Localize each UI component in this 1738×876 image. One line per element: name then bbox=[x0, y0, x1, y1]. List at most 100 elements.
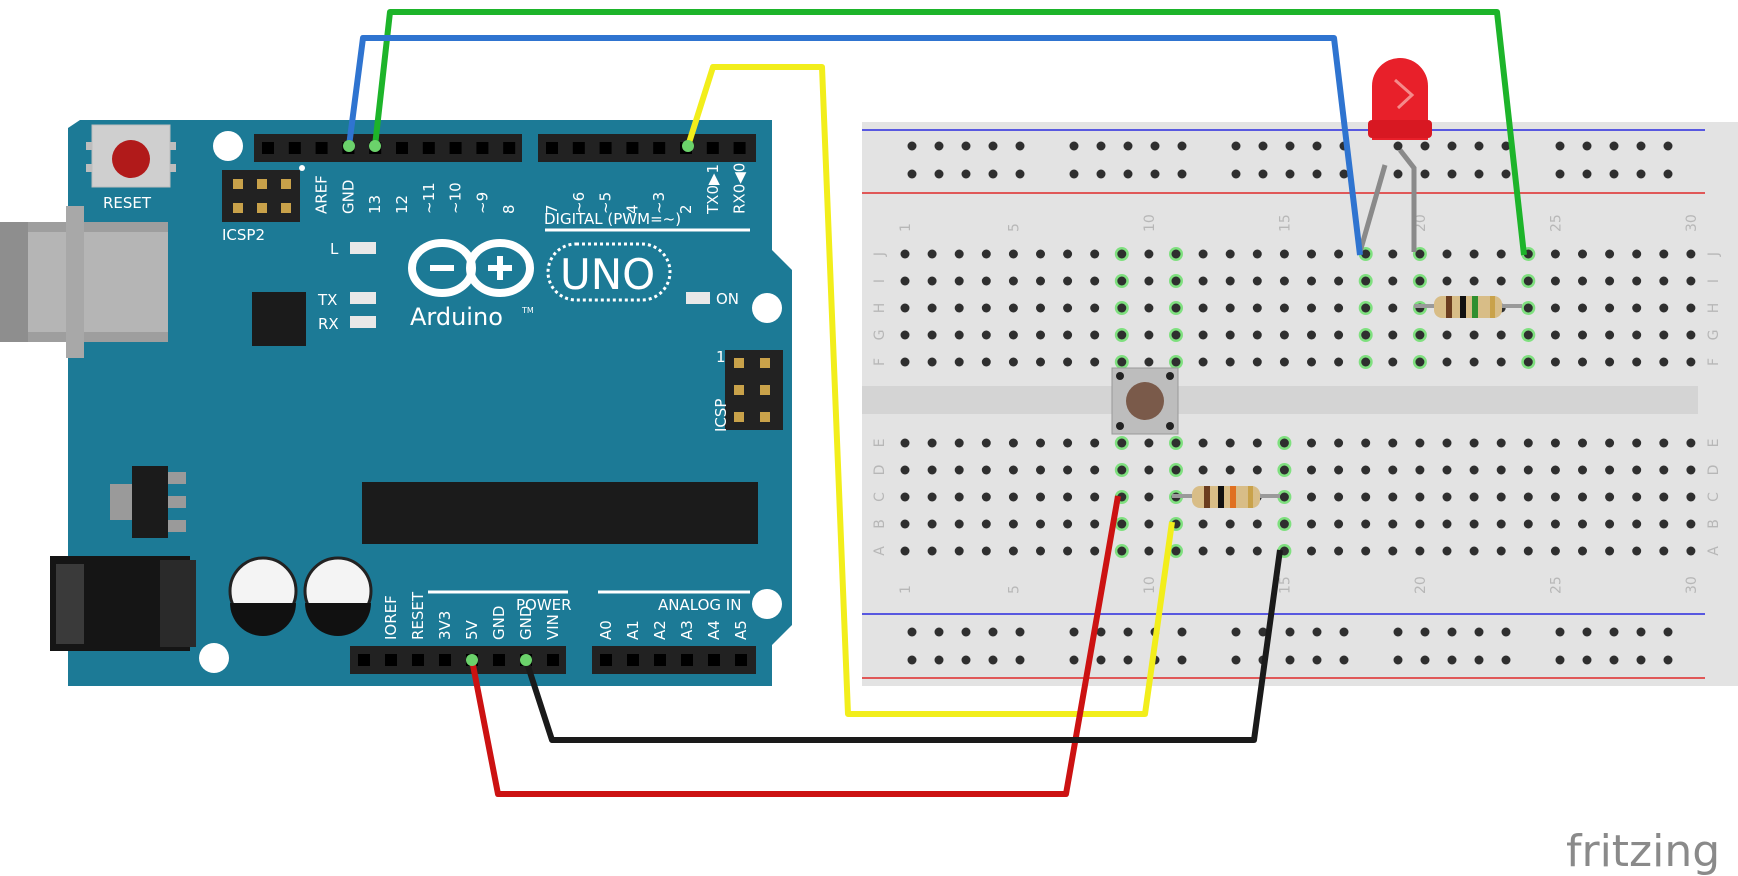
breadboard-hole[interactable] bbox=[1144, 249, 1154, 259]
breadboard-hole[interactable] bbox=[927, 249, 937, 259]
wire-red[interactable] bbox=[469, 495, 1121, 797]
breadboard-hole[interactable] bbox=[1415, 546, 1425, 556]
breadboard-hole[interactable] bbox=[1252, 249, 1262, 259]
header-socket[interactable] bbox=[422, 142, 435, 154]
rail-hole[interactable] bbox=[961, 627, 971, 637]
breadboard-hole[interactable] bbox=[1036, 330, 1045, 340]
breadboard-hole[interactable] bbox=[927, 546, 937, 556]
breadboard-hole[interactable] bbox=[1307, 465, 1316, 475]
breadboard-hole[interactable] bbox=[1605, 546, 1615, 556]
header-socket[interactable] bbox=[547, 654, 559, 666]
header-socket[interactable] bbox=[503, 142, 516, 154]
rail-hole[interactable] bbox=[1177, 169, 1187, 179]
rail-hole[interactable] bbox=[1501, 655, 1511, 665]
breadboard-hole[interactable] bbox=[1334, 519, 1344, 529]
breadboard-hole[interactable] bbox=[1036, 438, 1045, 448]
header-socket[interactable] bbox=[412, 654, 424, 666]
breadboard-hole[interactable] bbox=[1632, 438, 1642, 448]
breadboard-hole[interactable] bbox=[1659, 519, 1669, 529]
breadboard-hole[interactable] bbox=[1496, 492, 1506, 502]
breadboard-hole[interactable] bbox=[1442, 465, 1452, 475]
breadboard-hole[interactable] bbox=[1523, 519, 1533, 529]
rail-hole[interactable] bbox=[1555, 627, 1565, 637]
breadboard-hole[interactable] bbox=[900, 519, 910, 529]
breadboard-hole[interactable] bbox=[954, 357, 964, 367]
breadboard-hole[interactable] bbox=[1578, 546, 1587, 556]
header-socket[interactable] bbox=[476, 142, 489, 154]
rail-hole[interactable] bbox=[1636, 141, 1646, 151]
rail-hole[interactable] bbox=[1312, 655, 1322, 665]
breadboard-hole[interactable] bbox=[1144, 330, 1154, 340]
breadboard-hole[interactable] bbox=[1686, 303, 1696, 313]
breadboard-hole[interactable] bbox=[1307, 330, 1316, 340]
rail-hole[interactable] bbox=[1474, 169, 1484, 179]
breadboard-hole[interactable] bbox=[1578, 357, 1587, 367]
breadboard-hole[interactable] bbox=[1334, 438, 1344, 448]
breadboard-hole[interactable] bbox=[1523, 438, 1533, 448]
header-socket[interactable] bbox=[733, 142, 746, 154]
breadboard-hole[interactable] bbox=[1605, 249, 1615, 259]
breadboard-hole[interactable] bbox=[1415, 519, 1425, 529]
breadboard-hole[interactable] bbox=[1469, 492, 1479, 502]
rail-hole[interactable] bbox=[1015, 169, 1025, 179]
header-socket[interactable] bbox=[439, 654, 451, 666]
breadboard-hole[interactable] bbox=[1361, 303, 1371, 313]
breadboard-hole[interactable] bbox=[1225, 465, 1235, 475]
breadboard-hole[interactable] bbox=[1036, 546, 1045, 556]
breadboard-hole[interactable] bbox=[1578, 303, 1587, 313]
breadboard-hole[interactable] bbox=[1361, 276, 1371, 286]
breadboard-hole[interactable] bbox=[1198, 303, 1208, 313]
breadboard-hole[interactable] bbox=[981, 519, 991, 529]
breadboard-hole[interactable] bbox=[1388, 492, 1398, 502]
breadboard-hole[interactable] bbox=[900, 330, 910, 340]
breadboard-hole[interactable] bbox=[1523, 546, 1533, 556]
rail-hole[interactable] bbox=[1231, 141, 1241, 151]
breadboard-hole[interactable] bbox=[954, 492, 964, 502]
rail-hole[interactable] bbox=[1312, 627, 1322, 637]
breadboard-hole[interactable] bbox=[1523, 357, 1533, 367]
breadboard-hole[interactable] bbox=[1523, 465, 1533, 475]
header-socket[interactable] bbox=[572, 142, 585, 154]
rail-hole[interactable] bbox=[1312, 169, 1322, 179]
breadboard-hole[interactable] bbox=[1550, 519, 1560, 529]
breadboard-hole[interactable] bbox=[1063, 249, 1073, 259]
rail-hole[interactable] bbox=[934, 169, 944, 179]
breadboard-hole[interactable] bbox=[1686, 276, 1696, 286]
breadboard-hole[interactable] bbox=[1198, 249, 1208, 259]
header-socket[interactable] bbox=[600, 654, 612, 666]
rail-hole[interactable] bbox=[1420, 627, 1430, 637]
rail-hole[interactable] bbox=[1150, 141, 1160, 151]
breadboard-holes[interactable] bbox=[900, 141, 1696, 665]
breadboard-hole[interactable] bbox=[1686, 249, 1696, 259]
breadboard-hole[interactable] bbox=[927, 357, 937, 367]
breadboard-hole[interactable] bbox=[1496, 519, 1506, 529]
breadboard-hole[interactable] bbox=[927, 303, 937, 313]
breadboard-hole[interactable] bbox=[981, 303, 991, 313]
breadboard-hole[interactable] bbox=[1008, 357, 1018, 367]
breadboard-hole[interactable] bbox=[1469, 330, 1479, 340]
breadboard-hole[interactable] bbox=[1632, 519, 1642, 529]
breadboard-hole[interactable] bbox=[1036, 249, 1045, 259]
breadboard-hole[interactable] bbox=[1225, 519, 1235, 529]
breadboard-hole[interactable] bbox=[1090, 330, 1100, 340]
rail-hole[interactable] bbox=[1393, 141, 1403, 151]
breadboard-hole[interactable] bbox=[1442, 546, 1452, 556]
breadboard-hole[interactable] bbox=[927, 330, 937, 340]
rail-hole[interactable] bbox=[934, 627, 944, 637]
breadboard-hole[interactable] bbox=[1659, 357, 1669, 367]
rail-hole[interactable] bbox=[1501, 169, 1511, 179]
rail-hole[interactable] bbox=[988, 627, 998, 637]
breadboard-hole[interactable] bbox=[1090, 276, 1100, 286]
breadboard-hole[interactable] bbox=[1578, 249, 1587, 259]
breadboard-hole[interactable] bbox=[1415, 438, 1425, 448]
rail-hole[interactable] bbox=[1474, 627, 1484, 637]
breadboard-hole[interactable] bbox=[1686, 357, 1696, 367]
breadboard-hole[interactable] bbox=[1523, 330, 1533, 340]
breadboard-hole[interactable] bbox=[1144, 276, 1154, 286]
breadboard-hole[interactable] bbox=[1171, 303, 1181, 313]
rail-hole[interactable] bbox=[1555, 169, 1565, 179]
breadboard-hole[interactable] bbox=[1659, 249, 1669, 259]
breadboard-hole[interactable] bbox=[1090, 546, 1100, 556]
rail-hole[interactable] bbox=[1312, 141, 1322, 151]
breadboard-hole[interactable] bbox=[1334, 357, 1344, 367]
